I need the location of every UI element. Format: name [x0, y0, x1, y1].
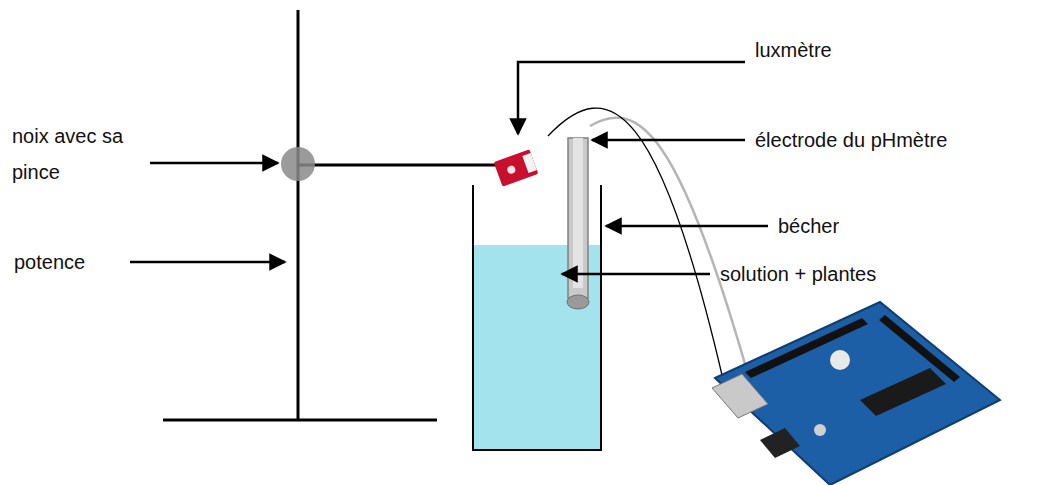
microcontroller-chip — [860, 368, 946, 416]
lux-sensor-connector — [522, 153, 537, 173]
capacitor — [814, 424, 826, 436]
leader-arrow — [518, 62, 745, 134]
stand-base — [163, 419, 437, 422]
leader-arrow — [562, 273, 710, 276]
arduino-board — [712, 302, 1000, 485]
part-label: luxmètre — [755, 38, 832, 62]
lux-sensor-chip — [506, 165, 516, 175]
clamp-arm — [298, 164, 505, 167]
usb-connector — [712, 374, 768, 418]
arduino-header — [745, 318, 868, 378]
part-label: potence — [14, 250, 85, 274]
board-logo — [830, 350, 850, 370]
leader-arrow — [130, 261, 285, 264]
electrode-cable — [590, 118, 745, 364]
sensor-wire — [548, 108, 722, 375]
part-label: électrode du pHmètre — [755, 128, 947, 152]
leader-arrow — [150, 162, 278, 165]
lux-sensor — [494, 149, 539, 186]
lux-sensor-board — [494, 149, 539, 186]
leader-arrow — [606, 225, 768, 228]
power-jack — [760, 428, 800, 458]
beaker — [473, 185, 601, 450]
ph-electrode-inner — [573, 138, 583, 288]
part-label: solution + plantes — [720, 262, 876, 286]
part-label: bécher — [778, 214, 839, 238]
part-label: noix avec sa pince — [12, 118, 152, 190]
clamp-boss — [281, 147, 315, 181]
stand-rod — [297, 10, 300, 420]
arduino-header — [879, 315, 960, 382]
electrode-bulb — [567, 295, 589, 309]
leader-arrow — [592, 139, 745, 142]
